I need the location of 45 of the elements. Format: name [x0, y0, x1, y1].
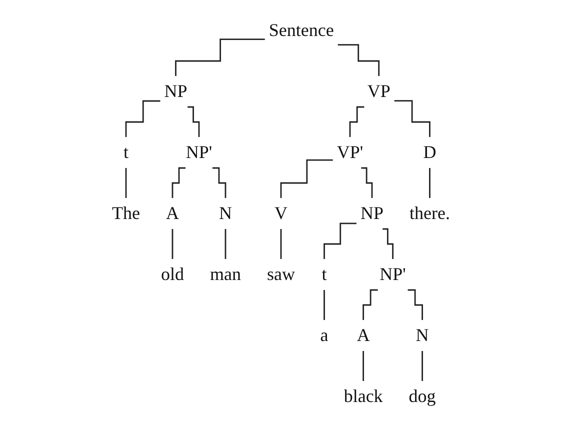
connector — [324, 288, 325, 320]
connector — [408, 288, 423, 320]
connector — [280, 158, 333, 198]
connector — [175, 38, 265, 76]
node-text: old — [160, 263, 184, 284]
node-text: dog — [408, 385, 436, 406]
node-text: NP' — [380, 263, 406, 284]
node-text: black — [344, 385, 383, 406]
connector — [224, 228, 226, 260]
connector — [362, 350, 364, 382]
node-text: t — [322, 263, 327, 284]
connector — [394, 100, 430, 138]
node-text: N — [218, 202, 232, 222]
connector — [338, 44, 380, 76]
node-text: A — [166, 202, 179, 222]
connector — [422, 350, 423, 382]
node-text: Sentence — [268, 20, 334, 40]
node-text: VP — [367, 80, 390, 100]
connector — [172, 166, 186, 198]
node-text: D — [423, 141, 436, 162]
node-text: t — [123, 141, 129, 162]
node-text: NP — [164, 80, 188, 100]
node-text: man — [210, 263, 241, 284]
node-text: a — [320, 324, 328, 344]
node-text: V — [274, 202, 288, 222]
connector — [429, 166, 430, 198]
connector — [361, 166, 373, 198]
node-text: VP' — [336, 141, 364, 162]
connector — [212, 166, 226, 198]
connector — [172, 228, 174, 260]
node-text: The — [112, 202, 140, 222]
node-text: saw — [266, 263, 295, 284]
node-text: there. — [409, 202, 450, 222]
connector — [188, 106, 200, 138]
connector — [125, 100, 160, 138]
node-text: N — [416, 324, 429, 344]
node-text: NP' — [186, 141, 212, 162]
connector — [362, 288, 378, 320]
node-text: A — [356, 324, 370, 344]
connector — [349, 106, 364, 138]
connector — [382, 228, 394, 260]
connector — [324, 222, 356, 260]
connector — [280, 228, 282, 260]
connector — [125, 166, 127, 198]
node-text: NP — [360, 202, 384, 222]
